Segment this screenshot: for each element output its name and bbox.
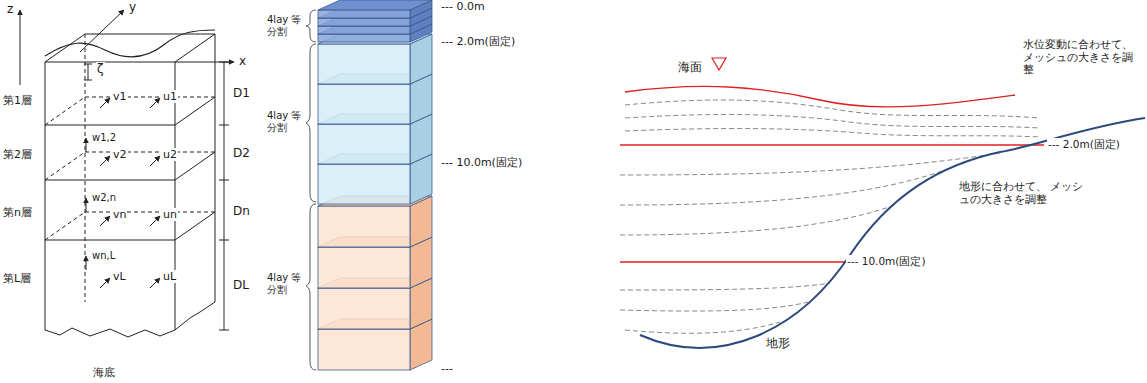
velocity-label: w1,2 — [91, 132, 117, 144]
velocity-arrows — [86, 98, 160, 288]
axis-label: z — [6, 2, 14, 16]
sea-surface-label: 海面 — [677, 60, 703, 74]
velocity-label: u1 — [162, 90, 178, 103]
water-level-symbol: ζ — [96, 62, 105, 76]
thickness-label: DL — [232, 278, 250, 292]
mesh-note: 水位変動に合わせて、 メッシュの大きさを調整 — [1022, 38, 1144, 76]
terrain-label: 地形 — [765, 336, 791, 350]
layer-prism — [45, 30, 229, 337]
division-note: 4lay 等分割 — [266, 14, 306, 38]
cross-section — [620, 58, 1145, 348]
thickness-label: D1 — [232, 86, 251, 100]
velocity-label: v2 — [112, 148, 128, 161]
axes — [20, 10, 234, 85]
layer-name: 第n層 — [2, 206, 33, 219]
axis-label: y — [128, 0, 137, 14]
velocity-label: vL — [112, 270, 127, 283]
velocity-label: vn — [112, 208, 127, 221]
mesh-block — [318, 0, 432, 370]
seabed-label: 海底 — [92, 366, 116, 379]
layer-name: 第L層 — [2, 272, 32, 285]
depth-label: --- 0.0m — [440, 0, 486, 13]
depth-label: --- 2.0m(固定) — [440, 35, 516, 48]
velocity-label: un — [162, 208, 178, 221]
layer-name: 第1層 — [2, 94, 33, 107]
velocity-label: wn,L — [91, 250, 116, 262]
division-note: 4lay 等分割 — [266, 110, 306, 134]
depth-label: --- — [440, 362, 454, 375]
velocity-label: w2,n — [91, 192, 117, 204]
layer-brackets — [304, 10, 316, 370]
layer-name: 第2層 — [2, 148, 33, 161]
division-note: 4lay 等分割 — [266, 272, 306, 296]
velocity-label: uL — [162, 270, 177, 283]
depth-label: --- 10.0m(固定) — [846, 255, 927, 268]
velocity-label: v1 — [112, 90, 128, 103]
depth-label: --- 10.0m(固定) — [440, 156, 523, 169]
thickness-label: D2 — [232, 146, 251, 160]
mesh-note: 地形に合わせて、 メッシュの大きさを調整 — [958, 180, 1086, 206]
velocity-label: u2 — [162, 148, 178, 161]
thickness-label: Dn — [232, 204, 251, 218]
axis-label: x — [238, 54, 247, 68]
depth-label: --- 2.0m(固定) — [1047, 138, 1121, 151]
